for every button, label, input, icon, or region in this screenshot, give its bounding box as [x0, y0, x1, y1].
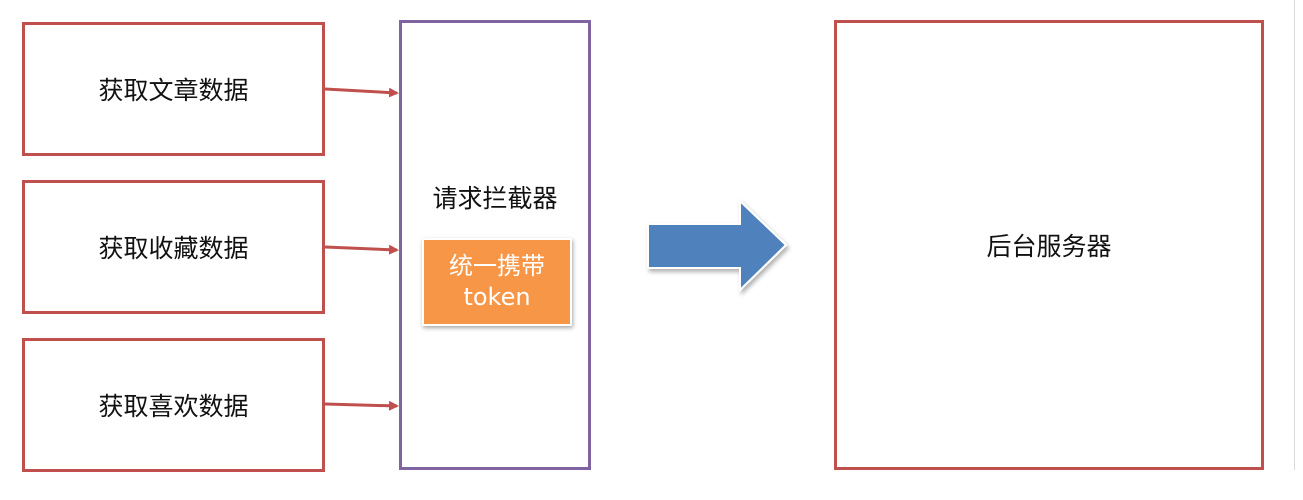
request-box-favorites: 获取收藏数据 — [22, 180, 325, 314]
page-edge-divider — [1294, 0, 1295, 470]
arrow-likes-to-interceptor — [324, 400, 399, 411]
request-box-likes: 获取喜欢数据 — [22, 338, 325, 472]
token-badge: 统一携带 token — [422, 238, 572, 326]
request-interceptor-box: 请求拦截器 统一携带 token — [399, 20, 591, 470]
request-box-articles: 获取文章数据 — [22, 22, 325, 156]
big-right-arrow — [647, 198, 788, 293]
token-badge-line2: token — [463, 283, 531, 311]
request-label-favorites: 获取收藏数据 — [98, 234, 249, 263]
server-label: 后台服务器 — [986, 232, 1112, 261]
arrow-articles-to-interceptor — [324, 87, 399, 98]
arrow-favorites-to-interceptor — [324, 244, 399, 255]
backend-server-box: 后台服务器 — [834, 20, 1264, 470]
request-label-likes: 获取喜欢数据 — [98, 392, 249, 421]
interceptor-title: 请求拦截器 — [432, 184, 558, 213]
token-badge-line1: 统一携带 — [449, 251, 545, 280]
request-label-articles: 获取文章数据 — [98, 76, 249, 105]
